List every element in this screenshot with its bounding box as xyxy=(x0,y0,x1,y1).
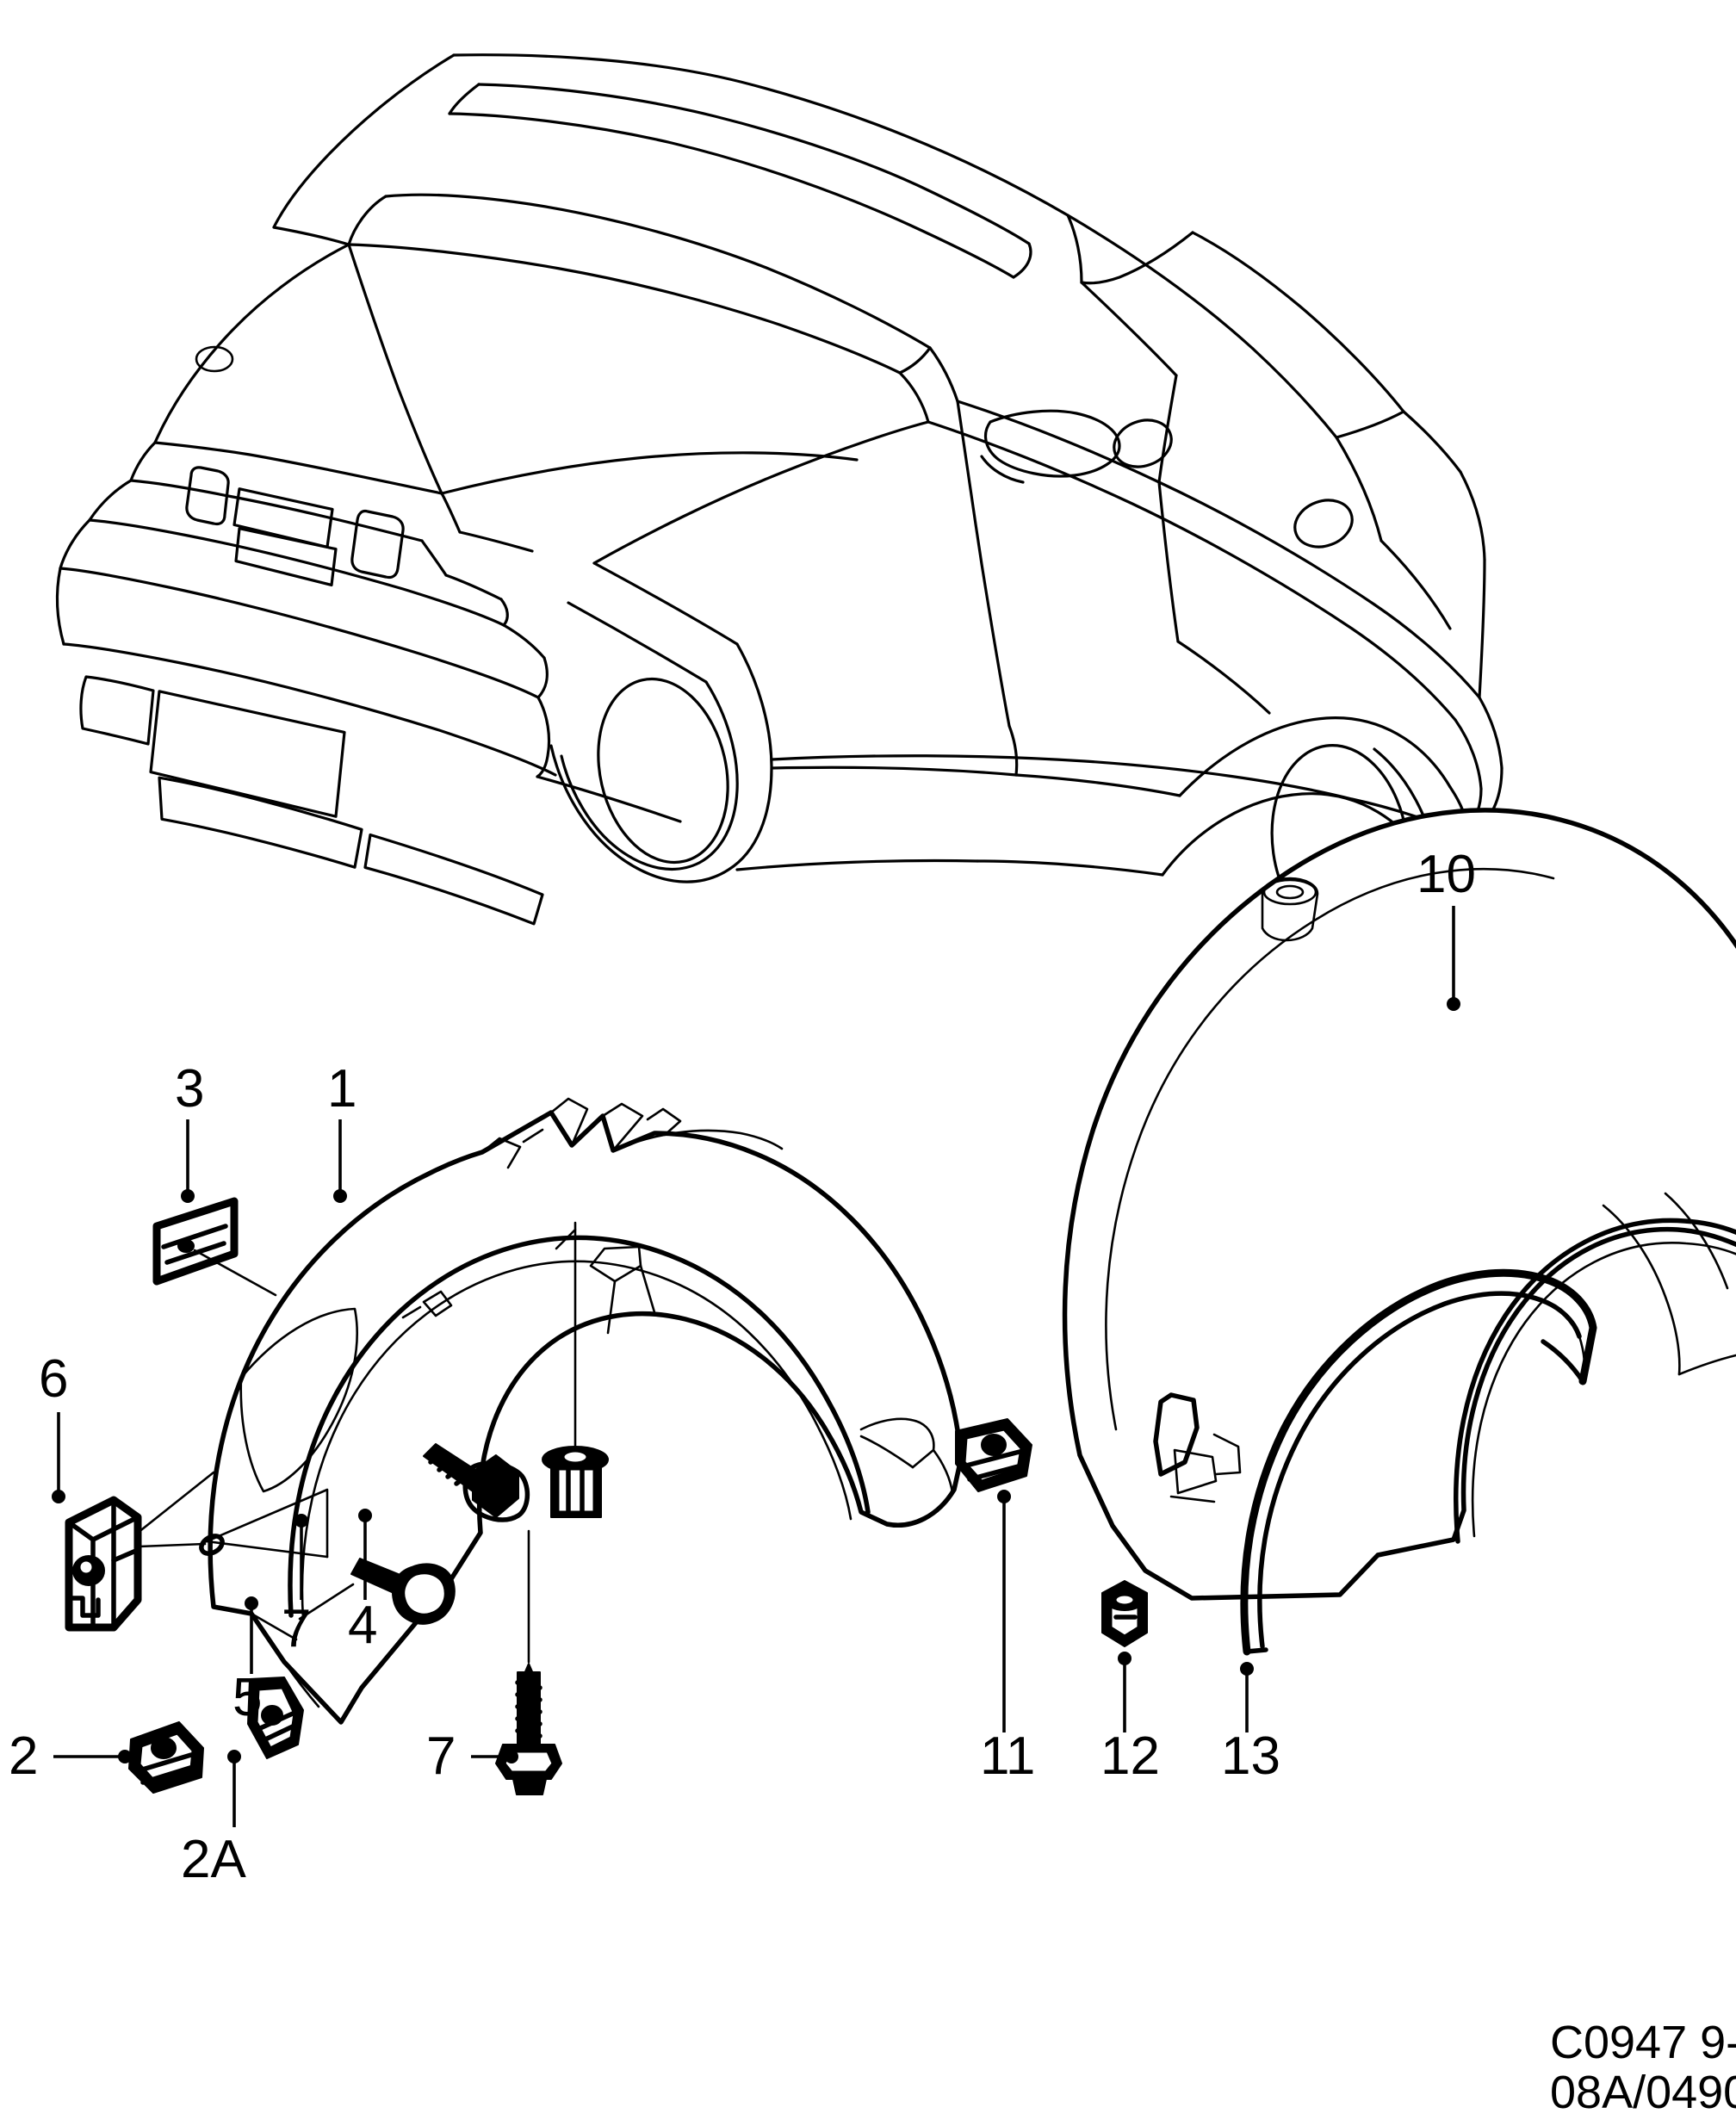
callout-6: 6 xyxy=(39,1349,68,1503)
callout-5: 5 xyxy=(232,1596,262,1727)
callout-7-upper: 7 xyxy=(282,1514,311,1658)
part-spring-nut-clip-2 xyxy=(128,1721,204,1794)
part-rear-wheel-housing-liner xyxy=(1062,808,1736,1601)
callout-label-6: 6 xyxy=(39,1349,68,1409)
footer-line-1: C0947 9-5 xyxy=(1550,2017,1736,2068)
callout-label-4: 4 xyxy=(348,1596,377,1655)
callout-dot-6 xyxy=(52,1490,65,1503)
callout-1: 1 xyxy=(327,1059,356,1203)
part-front-wheel-housing-liner xyxy=(199,1097,964,1725)
callout-label-11: 11 xyxy=(980,1726,1035,1786)
callout-label-12: 12 xyxy=(1100,1726,1160,1786)
callout-2: 2 xyxy=(9,1726,132,1786)
callout-dot-2 xyxy=(118,1750,132,1763)
callout-label-2a: 2A xyxy=(181,1830,246,1889)
callout-11: 11 xyxy=(980,1490,1035,1786)
callout-dot-2a xyxy=(227,1750,241,1763)
callout-dot-4 xyxy=(358,1509,372,1522)
callout-label-7-lower: 7 xyxy=(426,1726,456,1786)
callout-label-13: 13 xyxy=(1221,1726,1280,1786)
callout-label-10: 10 xyxy=(1417,845,1476,904)
part-hex-nut xyxy=(1101,1580,1148,1647)
callout-12: 12 xyxy=(1100,1652,1160,1786)
part-hex-flange-screw-upper xyxy=(423,1443,530,1522)
callout-dot-12 xyxy=(1118,1652,1132,1665)
callout-dot-1 xyxy=(333,1189,347,1203)
callout-13: 13 xyxy=(1221,1662,1280,1786)
part-pan-head-screw xyxy=(298,1558,456,1625)
callout-10: 10 xyxy=(1417,845,1476,1011)
callout-layer: 1 2 2A 3 4 xyxy=(9,845,1476,1889)
callout-label-2: 2 xyxy=(9,1726,38,1786)
footer-block: C0947 9-5 08A/0490 xyxy=(1550,2017,1736,2118)
footer-line-2: 08A/0490 xyxy=(1550,2067,1736,2118)
part-spring-nut-clip-2a xyxy=(247,1677,304,1759)
callout-3: 3 xyxy=(175,1059,204,1203)
vehicle-illustration xyxy=(55,53,1504,980)
callout-7-lower: 7 xyxy=(426,1726,518,1786)
callout-label-3: 3 xyxy=(175,1059,204,1119)
callout-dot-7-upper xyxy=(294,1514,308,1528)
callout-4: 4 xyxy=(348,1509,377,1655)
part-spring-nut-clip-11 xyxy=(955,1418,1032,1492)
callout-label-1: 1 xyxy=(327,1059,356,1119)
callout-dot-11 xyxy=(997,1490,1011,1503)
part-wheel-arch-molding xyxy=(1240,1268,1597,1656)
part-retainer-plate xyxy=(152,1197,277,1297)
callout-dot-7-lower xyxy=(505,1750,518,1763)
part-expanding-rivet xyxy=(542,1221,609,1518)
callout-dot-10 xyxy=(1447,997,1460,1011)
callout-dot-5 xyxy=(245,1596,258,1610)
callout-2a: 2A xyxy=(181,1750,246,1889)
callout-label-5: 5 xyxy=(232,1668,262,1727)
callout-label-7-upper: 7 xyxy=(282,1599,311,1658)
part-u-nut xyxy=(65,1471,215,1632)
callout-dot-3 xyxy=(181,1189,195,1203)
callout-dot-13 xyxy=(1240,1662,1254,1676)
